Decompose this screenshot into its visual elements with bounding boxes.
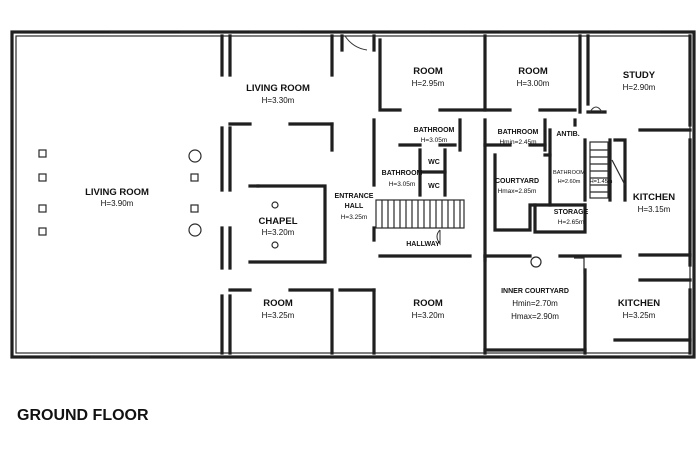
living-room-top-height: H=3.30m (262, 96, 295, 105)
room-labels: LIVING ROOM H=3.90m LIVING ROOM H=3.30m … (85, 66, 675, 321)
bathroom-1-height: H=3.05m (421, 137, 448, 144)
wc-1-name: WC (428, 159, 440, 166)
bathroom-4-name: BATHROOM (553, 170, 585, 176)
room-bottom-left-height: H=3.25m (262, 311, 295, 320)
bathroom-3-name: BATHROOM (382, 170, 423, 177)
bathroom-3-height: H=3.05m (389, 181, 416, 188)
room-top-1-height: H=2.95m (412, 79, 445, 88)
bathroom-2-name: BATHROOM (498, 129, 539, 136)
windows (11, 31, 695, 358)
antib-name: ANTIB. (556, 131, 579, 138)
entrance-hall-name-line2: HALL (345, 203, 364, 210)
service-staircase (589, 141, 626, 199)
living-room-top-name: LIVING ROOM (246, 83, 310, 94)
study-name: STUDY (623, 70, 656, 81)
courtyard-name: COURTYARD (495, 178, 539, 185)
study-height: H=2.90m (623, 83, 656, 92)
hallway-name: HALLWAY (406, 241, 440, 248)
living-room-left-height: H=3.90m (101, 199, 134, 208)
kitchen-1-name: KITCHEN (633, 192, 675, 203)
bathroom-2-height: Hmin=2.45m (499, 139, 536, 146)
columns (38, 149, 585, 274)
room-top-1-name: ROOM (413, 66, 443, 77)
storage-name: STORAGE (554, 209, 589, 216)
living-room-left-name: LIVING ROOM (85, 187, 149, 198)
stair-small-height: H=1.45m (590, 179, 613, 185)
interior-walls (220, 34, 692, 355)
entrance-hall-name-line1: ENTRANCE (335, 193, 374, 200)
inner-courtyard-hmax: Hmax=2.90m (511, 312, 559, 321)
room-top-2-name: ROOM (518, 66, 548, 77)
bathroom-1-name: BATHROOM (414, 127, 455, 134)
courtyard-height: Hmax=2.85m (498, 188, 537, 195)
inner-courtyard-name: INNER COURTYARD (501, 288, 569, 295)
kitchen-2-name: KITCHEN (618, 298, 660, 309)
room-top-2-height: H=3.00m (517, 79, 550, 88)
door-swings (344, 35, 603, 246)
room-bottom-left-name: ROOM (263, 298, 293, 309)
chapel-name: CHAPEL (258, 216, 297, 227)
wc-2-name: WC (428, 183, 440, 190)
kitchen-1-height: H=3.15m (638, 205, 671, 214)
main-staircase (375, 199, 465, 229)
bathroom-4-height: H=2.60m (558, 179, 581, 185)
chapel-height: H=3.20m (262, 228, 295, 237)
kitchen-2-height: H=3.25m (623, 311, 656, 320)
floor-title: GROUND FLOOR (17, 407, 149, 424)
entrance-hall-height: H=3.25m (341, 214, 368, 221)
room-bottom-mid-height: H=3.20m (412, 311, 445, 320)
room-bottom-mid-name: ROOM (413, 298, 443, 309)
inner-courtyard-hmin: Hmin=2.70m (512, 299, 558, 308)
storage-height: H=2.65m (558, 219, 585, 226)
